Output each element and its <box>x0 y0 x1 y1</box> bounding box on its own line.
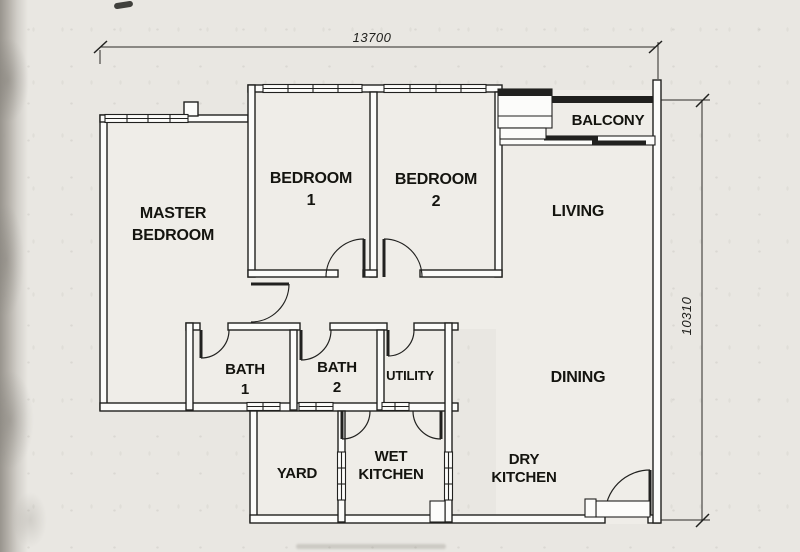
wall-corridor-seg2 <box>227 322 301 331</box>
label-bath2-1: BATH <box>317 359 357 376</box>
bedroom1-door <box>325 238 366 278</box>
window-bedroom2 <box>383 83 487 94</box>
window-wet-divider <box>443 451 454 501</box>
entrance-step <box>584 498 597 518</box>
label-utility: UTILITY <box>386 368 434 383</box>
window-master <box>104 113 189 124</box>
wall-bedroom1-bottom <box>247 269 339 278</box>
label-balcony: BALCONY <box>572 112 645 129</box>
label-dining: DINING <box>551 369 606 386</box>
label-wet-kitchen-2: KITCHEN <box>358 466 423 483</box>
balcony-railing <box>500 96 653 103</box>
dimension-top-label: 13700 <box>353 30 392 45</box>
dimension-top: 13700 <box>93 30 663 79</box>
scan-blotches <box>0 0 70 552</box>
wall-bath-divider <box>289 329 298 411</box>
label-living: LIVING <box>552 203 604 220</box>
windows <box>104 83 487 501</box>
scan-smear <box>296 544 446 549</box>
vent-bath1 <box>246 401 281 412</box>
wall-left-outer <box>99 114 108 411</box>
label-master-bedroom-2: BEDROOM <box>132 227 214 244</box>
wall-bedroom-divider <box>369 91 378 278</box>
balcony-structure <box>497 88 656 146</box>
ac-ledge-strip <box>499 127 547 140</box>
wall-bump <box>183 101 199 117</box>
window-yard-divider <box>336 451 347 501</box>
wall-corridor-seg3 <box>329 322 388 331</box>
label-bath2-2: 2 <box>333 379 341 396</box>
label-bedroom1-1: BEDROOM <box>270 170 352 187</box>
wall-wet-dry-divider <box>444 322 453 523</box>
label-bedroom2-2: 2 <box>432 193 441 210</box>
wall-bottom-outer <box>249 514 606 524</box>
vent-bath2 <box>298 401 334 412</box>
room-labels: MASTER BEDROOM BEDROOM 1 BEDROOM 2 LIVIN… <box>132 112 645 486</box>
wet-kitchen-step <box>429 500 446 523</box>
wall-yard-left <box>249 410 258 523</box>
wet-kitchen-right-door <box>412 410 443 440</box>
wall-corridor-seg4 <box>413 322 459 331</box>
wall-master-right <box>247 84 256 278</box>
master-bedroom-door <box>250 282 290 323</box>
label-yard: YARD <box>277 465 318 482</box>
label-master-bedroom-1: MASTER <box>140 205 207 222</box>
scan-edge-shadow <box>0 0 28 552</box>
window-bedroom1 <box>262 83 363 94</box>
label-dry-kitchen-2: KITCHEN <box>491 469 556 486</box>
vent-utility <box>381 401 410 412</box>
label-bedroom1-2: 1 <box>307 192 316 209</box>
wet-kitchen-left-door <box>340 410 371 440</box>
entrance-threshold <box>595 500 651 518</box>
wall-bath2-utility-divider <box>376 329 385 411</box>
utility-door <box>386 329 415 357</box>
label-dry-kitchen-1: DRY <box>509 451 540 468</box>
label-wet-kitchen-1: WET <box>375 448 408 465</box>
steps <box>429 498 651 523</box>
walls <box>99 79 662 524</box>
label-bath1-2: 1 <box>241 381 249 398</box>
sliding-door-panel-2 <box>592 140 646 145</box>
label-bath1-1: BATH <box>225 361 265 378</box>
label-bedroom2-1: BEDROOM <box>395 171 477 188</box>
bedroom2-door <box>382 238 423 278</box>
sliding-door-panel-1 <box>544 136 598 141</box>
ac-ledge-top <box>498 89 552 96</box>
dimension-right-label: 10310 <box>679 296 694 335</box>
wall-bath1-left <box>185 322 194 411</box>
bath2-door <box>299 329 332 361</box>
wall-right-outer <box>652 79 662 524</box>
wall-bedroom2-bottom <box>419 269 503 278</box>
dimension-right: 10310 <box>661 93 710 528</box>
bath1-door <box>199 329 230 359</box>
